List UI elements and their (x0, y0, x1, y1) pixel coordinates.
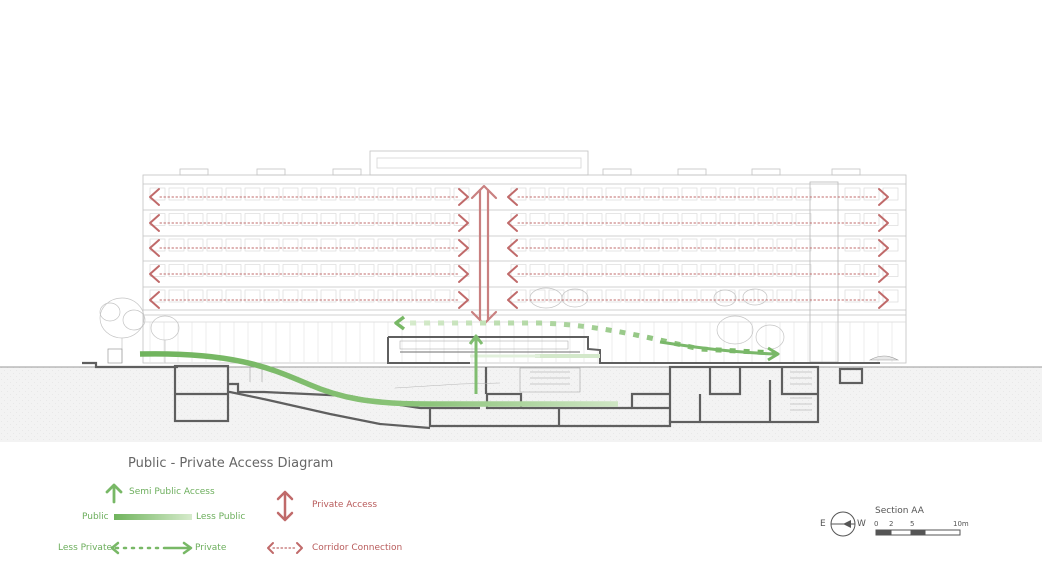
section-cut (82, 336, 880, 430)
scale-tick-3: 10m (953, 520, 969, 528)
legend-private-label: Private (195, 543, 227, 553)
scale-tick-0: 0 (874, 520, 879, 528)
trees (99, 287, 785, 364)
diagram-title: Public - Private Access Diagram (128, 456, 334, 471)
legend-less-private-label: Less Private (58, 543, 113, 553)
section-label: Section AA (875, 506, 924, 516)
legend-semi-public-icon (105, 483, 123, 504)
legend-public-label: Public (82, 512, 109, 522)
public-access-paths (139, 315, 780, 407)
corridor-connection-arrows (149, 188, 889, 309)
legend-corridor-icon (267, 542, 303, 554)
scale-bar (875, 529, 961, 536)
scale-tick-2: 5 (910, 520, 915, 528)
compass-west-label: W (857, 519, 866, 529)
legend-corridor-label: Corridor Connection (312, 543, 403, 553)
compass-icon (830, 511, 856, 537)
legend-private-access-icon (276, 490, 294, 522)
compass-east-label: E (820, 519, 826, 529)
building-elevation (142, 150, 907, 364)
interior-detail (249, 340, 900, 411)
legend-private-access-label: Private Access (312, 500, 378, 510)
scale-tick-1: 2 (889, 520, 894, 528)
legend-less-private-arrow (110, 541, 193, 555)
legend-semi-public-label: Semi Public Access (129, 487, 215, 497)
legend-public-gradient (114, 514, 192, 520)
private-access-arrow (470, 184, 498, 326)
legend-less-public-label: Less Public (196, 512, 246, 522)
